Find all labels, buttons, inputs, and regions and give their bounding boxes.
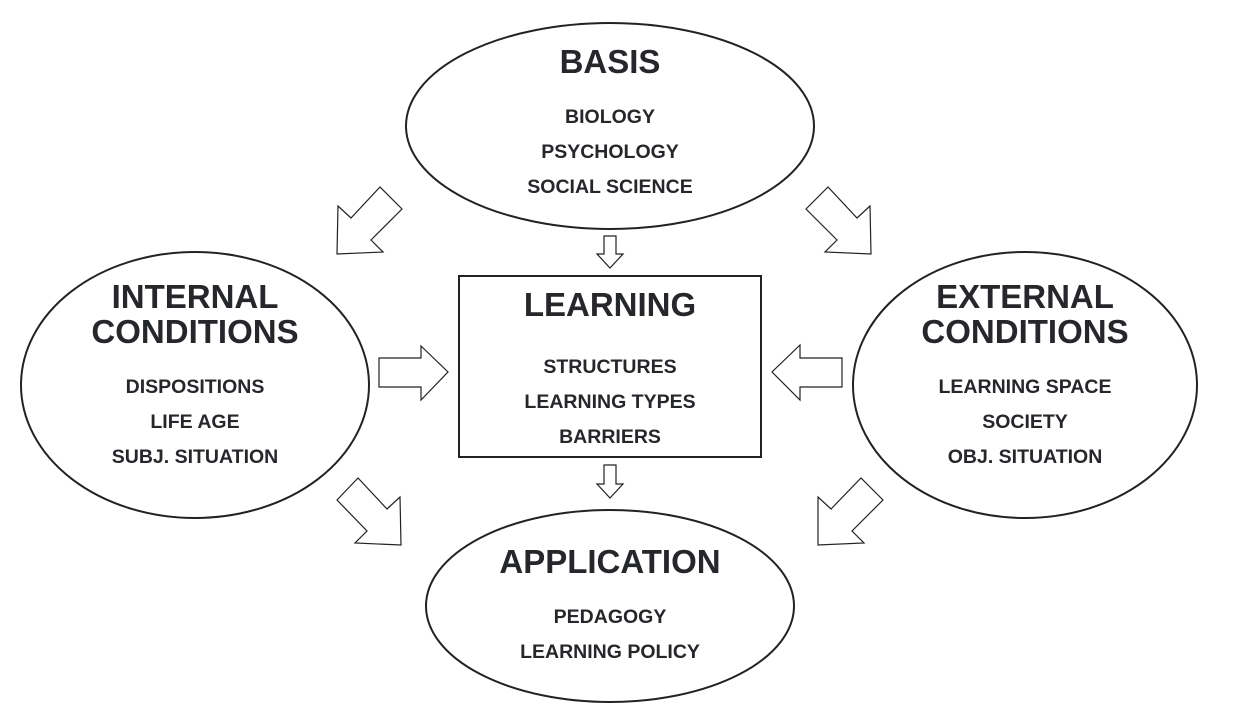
node-external: EXTERNAL CONDITIONS LEARNING SPACE SOCIE… [852,251,1198,519]
internal-ellipse [20,251,370,519]
node-internal: INTERNAL CONDITIONS DISPOSITIONS LIFE AG… [20,251,370,519]
arrow-external-to-learning [771,343,843,402]
internal-item-3: SUBJ. SITUATION [112,446,278,468]
arrow-basis-to-learning [595,235,625,269]
node-application: APPLICATION PEDAGOGY LEARNING POLICY [425,509,795,703]
arrow-learning-to-application [595,464,625,499]
learning-item-3: BARRIERS [559,426,661,448]
internal-title-line-1: INTERNAL [112,278,279,315]
external-ellipse [852,251,1198,519]
arrow-internal-to-application [336,477,402,546]
node-learning: LEARNING STRUCTURES LEARNING TYPES BARRI… [458,275,762,458]
external-item-1: LEARNING SPACE [939,376,1112,398]
application-item-1: PEDAGOGY [554,606,667,628]
arrow-external-to-application [817,477,884,546]
basis-item-1: BIOLOGY [565,106,655,128]
learning-item-1: STRUCTURES [543,356,676,378]
external-title-line-1: EXTERNAL [936,278,1114,315]
external-item-3: OBJ. SITUATION [948,446,1103,468]
node-basis: BASIS BIOLOGY PSYCHOLOGY SOCIAL SCIENCE [405,22,815,230]
application-item-2: LEARNING POLICY [520,641,700,663]
internal-item-2: LIFE AGE [150,411,239,433]
basis-item-2: PSYCHOLOGY [541,141,679,163]
learning-item-2: LEARNING TYPES [524,391,695,413]
internal-title-line-2: CONDITIONS [91,313,298,350]
arrow-basis-to-external [805,186,872,255]
basis-ellipse [405,22,815,230]
basis-item-3: SOCIAL SCIENCE [527,176,692,198]
application-ellipse [425,509,795,703]
arrow-internal-to-learning [378,344,449,402]
external-item-2: SOCIETY [982,411,1068,433]
external-title-line-2: CONDITIONS [921,313,1128,350]
learning-box [458,275,762,458]
application-title: APPLICATION [499,543,720,580]
basis-title: BASIS [560,43,661,80]
internal-item-1: DISPOSITIONS [126,376,265,398]
learning-title: LEARNING [524,286,696,323]
arrow-basis-to-internal [336,186,403,255]
